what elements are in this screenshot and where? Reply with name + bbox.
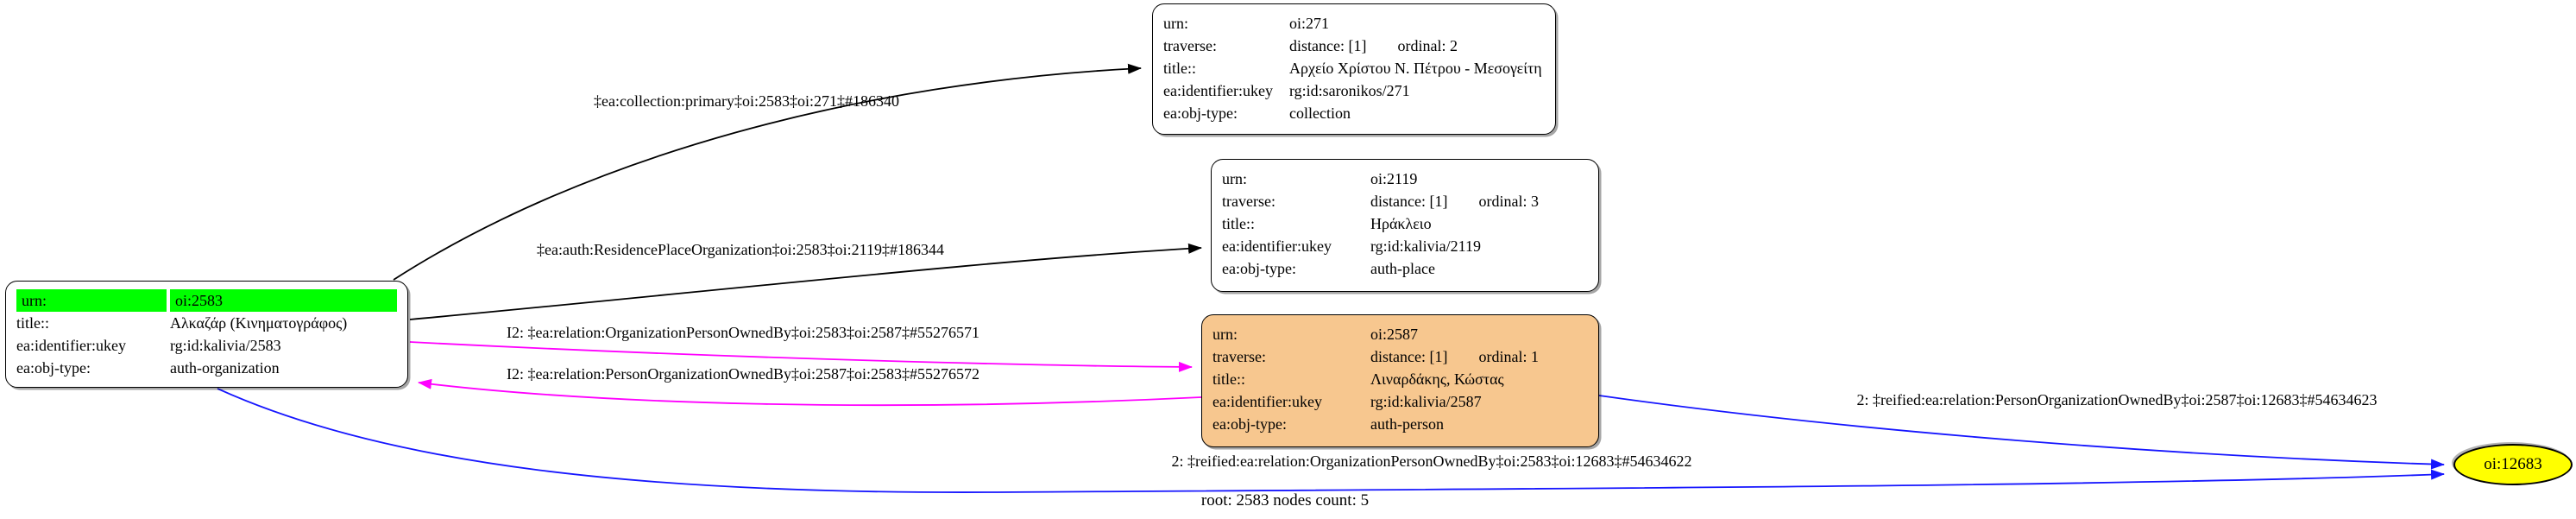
node-oi-271[interactable]: urn: oi:271 traverse: distance: [1] ordin… (1152, 3, 1556, 135)
field-value-ukey: rg:id:kalivia/2119 (1370, 237, 1481, 255)
field-label-ukey: ea:identifier:ukey (1222, 237, 1332, 255)
field-label-traverse: traverse: (1163, 37, 1217, 54)
field-label-traverse: traverse: (1222, 193, 1275, 210)
field-value-traverse: distance: [1] ordinal: 2 (1289, 35, 1545, 57)
traverse-distance: distance: [1] (1370, 348, 1448, 365)
traverse-ordinal: ordinal: 2 (1397, 37, 1458, 54)
edge-label-residence-place-organization: ‡ea:auth:ResidencePlaceOrganization‡oi:2… (537, 241, 944, 258)
traverse-ordinal: ordinal: 3 (1478, 193, 1539, 210)
field-label-objtype: ea:obj-type: (1163, 104, 1238, 122)
traverse-distance: distance: [1] (1370, 193, 1448, 210)
node-row-urn: urn: oi:2583 (16, 289, 397, 312)
node-row-title: title:: Αρχείο Χρίστου Ν. Πέτρου - Μεσογ… (1163, 57, 1545, 79)
edge-label-reified-organization-person: 2: ‡reified:ea:relation:OrganizationPers… (1171, 453, 1692, 470)
field-value-objtype: auth-organization (170, 359, 280, 377)
node-row-urn: urn: oi:2119 (1222, 168, 1588, 190)
field-value-title: Ηράκλειο (1370, 215, 1432, 232)
field-label-title: title:: (1212, 370, 1245, 388)
field-value-objtype: auth-person (1370, 415, 1444, 433)
node-oi-2119[interactable]: urn: oi:2119 traverse: distance: [1] ordi… (1211, 159, 1599, 292)
field-value-traverse: distance: [1] ordinal: 1 (1370, 345, 1588, 368)
node-row-objtype: ea:obj-type: collection (1163, 102, 1545, 124)
field-label-title: title:: (1222, 215, 1255, 232)
node-row-ukey: ea:identifier:ukey rg:id:kalivia/2583 (16, 334, 397, 357)
edge-label-organization-person-owned-by: I2: ‡ea:relation:OrganizationPersonOwned… (506, 324, 980, 341)
field-value-title: Αλκαζάρ (Κινηματογράφος) (170, 314, 348, 332)
field-value-traverse: distance: [1] ordinal: 3 (1370, 190, 1588, 212)
edge-label-person-organization-owned-by: I2: ‡ea:relation:PersonOrganizationOwned… (506, 365, 980, 383)
node-row-title: title:: Αλκαζάρ (Κινηματογράφος) (16, 312, 397, 334)
root-note: root: 2583 nodes count: 5 (1200, 491, 1370, 510)
field-value-objtype: collection (1289, 104, 1351, 122)
field-label-ukey: ea:identifier:ukey (1163, 82, 1273, 99)
node-oi-12683[interactable]: oi:12683 (2453, 444, 2573, 485)
node-row-ukey: ea:identifier:ukey rg:id:kalivia/2587 (1212, 390, 1588, 413)
node-oi-2587[interactable]: urn: oi:2587 traverse: distance: [1] ordi… (1201, 314, 1599, 447)
field-label-traverse: traverse: (1212, 348, 1266, 365)
node-row-objtype: ea:obj-type: auth-organization (16, 357, 397, 379)
field-value-ukey: rg:id:saronikos/271 (1289, 82, 1410, 99)
traverse-ordinal: ordinal: 1 (1478, 348, 1539, 365)
field-value-objtype: auth-place (1370, 260, 1435, 277)
traverse-distance: distance: [1] (1289, 37, 1367, 54)
field-label-ukey: ea:identifier:ukey (1212, 393, 1322, 410)
node-row-ukey: ea:identifier:ukey rg:id:saronikos/271 (1163, 79, 1545, 102)
field-value-urn: oi:2583 (170, 289, 397, 312)
field-label-urn: urn: (16, 289, 167, 312)
field-value-title: Αρχείο Χρίστου Ν. Πέτρου - Μεσογείτη (1289, 60, 1542, 77)
node-row-ukey: ea:identifier:ukey rg:id:kalivia/2119 (1222, 235, 1588, 257)
edge-person-organization-owned-by (418, 378, 1202, 407)
node-row-urn: urn: oi:2587 (1212, 323, 1588, 345)
node-row-objtype: ea:obj-type: auth-person (1212, 413, 1588, 435)
edge-label-reified-person-organization: 2: ‡reified:ea:relation:PersonOrganizati… (1856, 391, 2378, 408)
node-row-urn: urn: oi:271 (1163, 12, 1545, 35)
node-row-traverse: traverse: distance: [1] ordinal: 1 (1212, 345, 1588, 368)
node-row-traverse: traverse: distance: [1] ordinal: 3 (1222, 190, 1588, 212)
field-label-urn: urn: (1222, 170, 1247, 187)
edge-label-collection-primary: ‡ea:collection:primary‡oi:2583‡oi:271‡#1… (594, 92, 899, 110)
field-value-urn: oi:271 (1289, 15, 1330, 32)
node-row-title: title:: Ηράκλειο (1222, 212, 1588, 235)
node-row-objtype: ea:obj-type: auth-place (1222, 257, 1588, 280)
field-label-urn: urn: (1163, 15, 1188, 32)
node-label: oi:12683 (2484, 455, 2542, 473)
field-label-ukey: ea:identifier:ukey (16, 337, 126, 354)
field-value-urn: oi:2119 (1370, 170, 1418, 187)
field-value-ukey: rg:id:kalivia/2587 (1370, 393, 1482, 410)
field-label-urn: urn: (1212, 326, 1238, 343)
field-value-title: Λιναρδάκης, Κώστας (1370, 370, 1504, 388)
node-oi-2583[interactable]: urn: oi:2583 title:: Αλκαζάρ (Κινηματογρ… (5, 281, 408, 388)
field-label-title: title:: (1163, 60, 1196, 77)
field-label-title: title:: (16, 314, 49, 332)
field-label-objtype: ea:obj-type: (1222, 260, 1296, 277)
node-row-title: title:: Λιναρδάκης, Κώστας (1212, 368, 1588, 390)
field-label-objtype: ea:obj-type: (1212, 415, 1287, 433)
edge-residence-place-organization (409, 243, 1202, 320)
field-label-objtype: ea:obj-type: (16, 359, 91, 377)
field-value-ukey: rg:id:kalivia/2583 (170, 337, 281, 354)
field-value-urn: oi:2587 (1370, 326, 1419, 343)
edge-organization-person-owned-by (409, 341, 1193, 372)
node-row-traverse: traverse: distance: [1] ordinal: 2 (1163, 35, 1545, 57)
